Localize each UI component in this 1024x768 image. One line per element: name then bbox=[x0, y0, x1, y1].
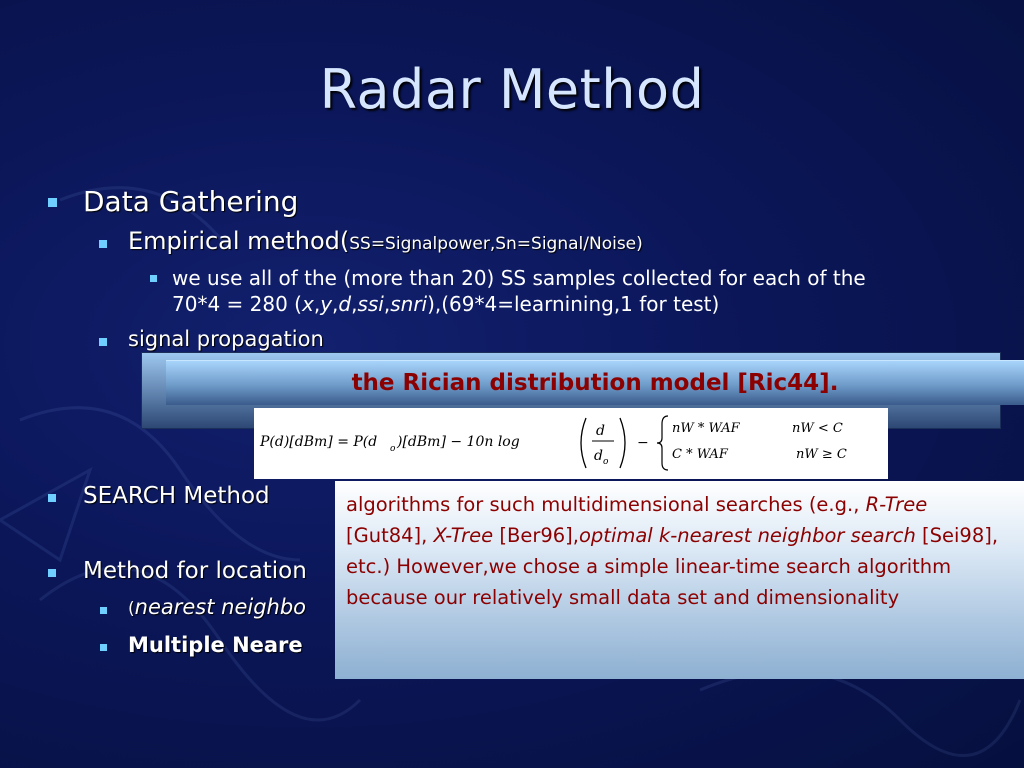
formula-image: P(d)[dBm] = P(d o )[dBm] − 10n log d d o… bbox=[254, 408, 888, 479]
bullet-square bbox=[100, 607, 107, 614]
var-ssi: ssi bbox=[357, 292, 384, 316]
samples-line-1: we use all of the (more than 20) SS samp… bbox=[172, 266, 866, 290]
algo-xtree: X-Tree bbox=[433, 524, 494, 547]
samples-line-2: 70*4 = 280 (x,y,d,ssi,snri),(69*4=learni… bbox=[172, 291, 992, 317]
bullet-square bbox=[48, 569, 56, 577]
samples-text: 70*4 = 280 ( bbox=[172, 292, 302, 316]
comma: , bbox=[351, 292, 358, 316]
bullet-empirical-method: Empirical method(SS=Signalpower,Sn=Signa… bbox=[128, 227, 643, 255]
rician-label: the Rician distribution model [Ric44]. bbox=[351, 370, 839, 396]
algo-rtree: R-Tree bbox=[865, 493, 928, 516]
bullet-data-gathering: Data Gathering bbox=[83, 185, 299, 218]
algo-text: algorithms for such multidimensional sea… bbox=[346, 493, 866, 516]
algo-text: [Ber96], bbox=[493, 524, 579, 547]
paren-open: ( bbox=[128, 599, 135, 619]
formula-frac-num: d bbox=[596, 423, 605, 439]
bullet-multiple-nearest: Multiple Neare bbox=[128, 633, 303, 657]
var-x: x bbox=[301, 292, 314, 316]
empirical-prefix: Empirical method( bbox=[128, 227, 350, 255]
var-d: d bbox=[338, 292, 352, 316]
bullet-square bbox=[48, 198, 57, 207]
formula-lhs: P(d)[dBm] = P(d bbox=[259, 434, 377, 450]
bullet-square bbox=[48, 494, 56, 502]
algo-optimal-knn: optimal k-nearest neighbor search bbox=[578, 524, 916, 547]
var-y: y bbox=[320, 292, 333, 316]
algo-text: [Sei98], etc.) However,we chose a simple… bbox=[346, 524, 999, 609]
formula-case1: nW * WAF bbox=[672, 421, 741, 436]
formula-cond2: nW ≥ C bbox=[796, 447, 847, 462]
bullet-square bbox=[100, 644, 107, 651]
comma: , bbox=[332, 292, 339, 316]
slide-title: Radar Method bbox=[319, 58, 705, 121]
formula-minus: − bbox=[637, 435, 649, 451]
formula-cond1: nW < C bbox=[792, 421, 843, 436]
bullet-search-method: SEARCH Method bbox=[83, 483, 270, 509]
formula-frac-den-sub: o bbox=[603, 457, 609, 467]
bullet-square bbox=[99, 240, 107, 248]
nearest-neighbor-text: nearest neighbo bbox=[134, 595, 307, 619]
bullet-samples: we use all of the (more than 20) SS samp… bbox=[172, 265, 992, 317]
var-snri: snri bbox=[390, 292, 428, 316]
formula-svg: P(d)[dBm] = P(d o )[dBm] − 10n log d d o… bbox=[259, 415, 847, 471]
bullet-nearest-neighbor: (nearest neighbo bbox=[128, 595, 306, 619]
bullet-square bbox=[150, 275, 157, 282]
formula-rhs-mid: )[dBm] − 10n log bbox=[396, 434, 520, 450]
bullet-method-location: Method for location bbox=[83, 558, 307, 584]
bullet-signal-propagation: signal propagation bbox=[128, 327, 324, 351]
formula-case2: C * WAF bbox=[672, 447, 729, 462]
algo-text: [Gut84], bbox=[346, 524, 434, 547]
empirical-note: SS=Signalpower,Sn=Signal/Noise) bbox=[349, 234, 643, 254]
formula-frac-den: d bbox=[594, 448, 603, 464]
rician-box: the Rician distribution model [Ric44]. bbox=[166, 360, 1024, 405]
comma: , bbox=[313, 292, 321, 316]
comma: , bbox=[383, 292, 391, 316]
formula-sub-o: o bbox=[390, 444, 396, 454]
bullet-square bbox=[99, 338, 107, 346]
algorithm-note-box: algorithms for such multidimensional sea… bbox=[335, 481, 1024, 679]
samples-text: ),(69*4=learnining,1 for test) bbox=[427, 292, 720, 316]
